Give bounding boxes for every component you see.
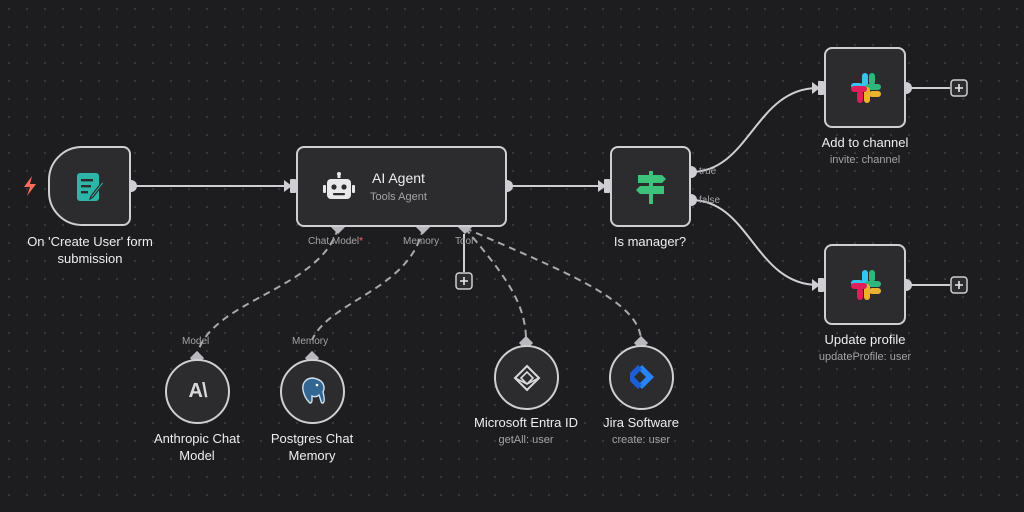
trigger-bolt-icon <box>24 176 36 196</box>
branch-label-true: true <box>699 166 717 177</box>
signpost-icon <box>636 171 666 204</box>
arrowhead-condition <box>598 180 606 192</box>
connection-tool-jira[interactable] <box>464 227 642 341</box>
port-label-memory: Memory <box>403 236 440 247</box>
port-label-model: Model <box>182 336 210 347</box>
postgres-elephant-icon <box>302 377 325 404</box>
anthropic-title: Anthropic Chat Model <box>154 431 240 463</box>
connection-model-anthropic[interactable] <box>196 227 339 356</box>
trigger-node-create-user-form[interactable] <box>48 146 131 226</box>
arrowhead-add <box>812 82 820 94</box>
postgres-title: Postgres Chat Memory <box>270 431 354 463</box>
branch-label-false: false <box>699 195 721 206</box>
slack-icon <box>851 270 881 300</box>
if-node-title: Is manager? <box>613 234 687 249</box>
ai-agent-node[interactable]: AI Agent Tools Agent <box>296 146 507 227</box>
add-node-button-add[interactable] <box>950 79 968 97</box>
arrowhead-update <box>812 279 820 291</box>
slack-add-subtitle: invite: channel <box>829 154 901 166</box>
add-tool-button[interactable] <box>455 272 473 290</box>
jira-subtitle: create: user <box>611 434 671 446</box>
port-label-tool: Tool <box>455 236 474 247</box>
slack-add-title: Add to channel <box>821 135 909 150</box>
if-node-is-manager[interactable] <box>610 146 691 227</box>
input-handle-agent[interactable] <box>290 179 296 193</box>
ai-agent-title: AI Agent <box>372 170 425 186</box>
microsoft-entra-id-node[interactable] <box>494 345 559 410</box>
anthropic-chat-model-node[interactable]: A\ <box>165 359 230 424</box>
form-icon <box>77 173 105 201</box>
robot-icon <box>323 172 355 199</box>
slack-node-add-to-channel[interactable] <box>824 47 906 128</box>
trigger-node-title: On 'Create User' form submission <box>27 234 153 266</box>
postgres-chat-memory-node[interactable] <box>280 359 345 424</box>
input-handle-update[interactable] <box>818 278 824 292</box>
jira-software-node[interactable] <box>609 345 674 410</box>
port-label-chat-model: Chat Model* <box>308 236 364 247</box>
entra-subtitle: getAll: user <box>498 434 554 446</box>
anthropic-icon: A\ <box>188 380 208 402</box>
slack-update-subtitle: updateProfile: user <box>818 351 912 363</box>
connection-tool-entra[interactable] <box>464 227 527 341</box>
slack-icon <box>851 73 881 103</box>
port-label-postgres-memory: Memory <box>292 336 329 347</box>
slack-update-title: Update profile <box>824 332 906 347</box>
ai-agent-subtitle: Tools Agent <box>370 191 427 203</box>
input-handle-condition[interactable] <box>604 179 610 193</box>
connection-true-add[interactable] <box>690 87 819 173</box>
entra-title: Microsoft Entra ID <box>473 415 579 430</box>
jira-icon <box>630 365 654 389</box>
jira-title: Jira Software <box>603 415 679 430</box>
entra-icon <box>513 364 541 392</box>
arrowhead-agent <box>284 180 292 192</box>
input-handle-add[interactable] <box>818 81 824 95</box>
add-node-button-update[interactable] <box>950 276 968 294</box>
connection-memory-postgres[interactable] <box>311 227 424 341</box>
connection-false-update[interactable] <box>690 199 819 286</box>
slack-node-update-profile[interactable] <box>824 244 906 325</box>
